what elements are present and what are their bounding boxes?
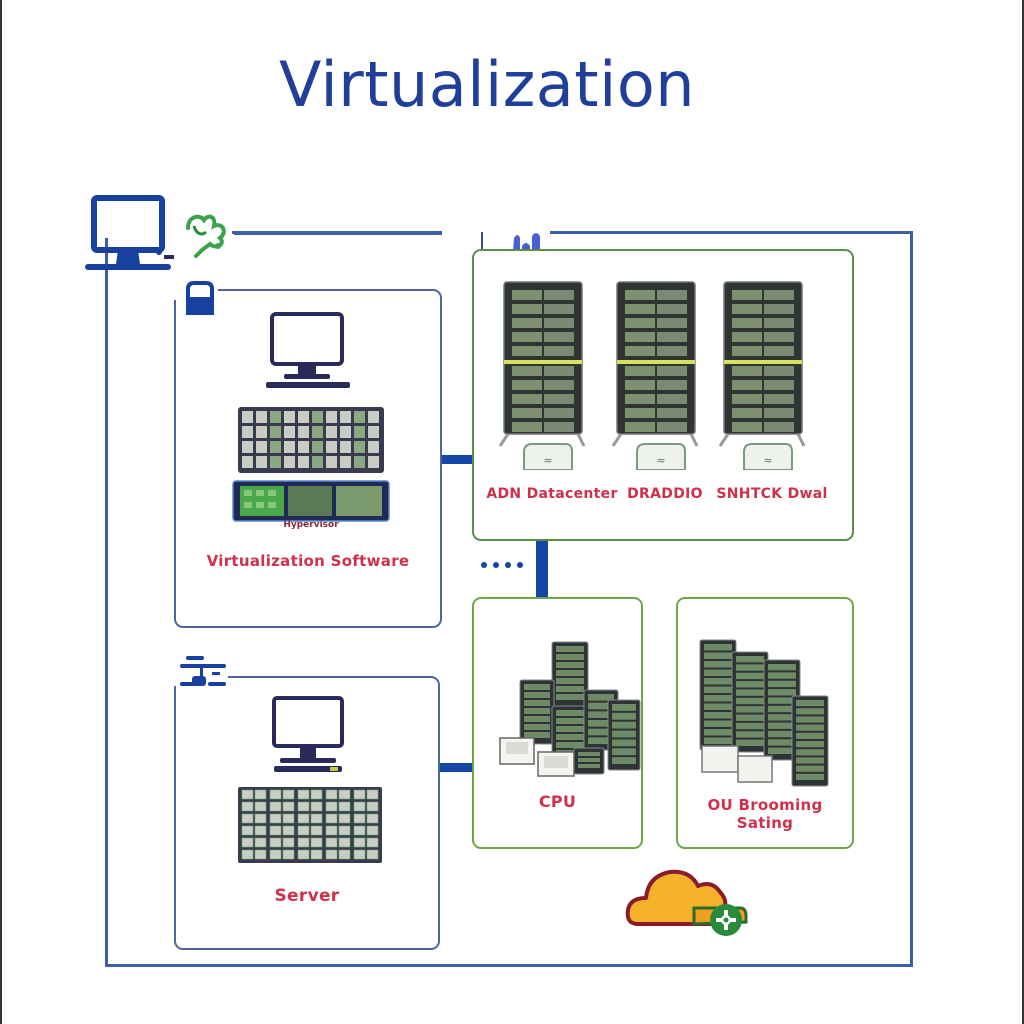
computer-icon <box>266 312 350 388</box>
virtual-machine-label: ADN Datacenter <box>486 486 618 502</box>
virtual-machine-item[interactable]: ≈ SNHTCK Dwal <box>712 280 832 520</box>
dot <box>517 562 523 568</box>
virtual-machine-label: DRADDIO <box>627 486 703 502</box>
desktop-monitor-icon <box>85 195 174 270</box>
virtual-machine-list: ≈ ADN Datacenter ≈ DRADDIO ≈ SNHTCK Dwal <box>486 280 832 520</box>
dot <box>505 562 511 568</box>
virtual-machine-label: SNHTCK Dwal <box>716 486 828 502</box>
server-rack-icon: ≈ <box>611 281 699 471</box>
storage-pool-label-line2: Sating <box>736 814 794 832</box>
server-label: Server <box>274 886 340 906</box>
arrow-shaft <box>442 455 486 464</box>
virtualization-software-label: Virtualization Software <box>206 552 410 570</box>
hypervisor-board-icon <box>232 480 390 522</box>
dot <box>481 562 487 568</box>
virtual-machine-item[interactable]: ≈ ADN Datacenter <box>486 280 617 520</box>
storage-pool-label-line1: OU Brooming <box>707 796 823 814</box>
server-rack-icon: ≈ <box>498 281 586 471</box>
server-cluster-icon <box>699 639 829 787</box>
storage-array-icon <box>238 407 384 473</box>
virtual-machine-item[interactable]: ≈ DRADDIO <box>605 280 725 520</box>
svg-text:≈: ≈ <box>543 454 552 467</box>
connector-line <box>234 232 442 235</box>
server-cluster-icon <box>499 641 641 777</box>
storage-icon <box>186 281 214 315</box>
svg-text:≈: ≈ <box>763 454 772 467</box>
network-icon <box>180 656 226 686</box>
frame-gap <box>442 226 550 238</box>
arrow-shaft <box>440 763 486 772</box>
cpu-label: CPU <box>538 792 577 811</box>
svg-text:≈: ≈ <box>656 454 665 467</box>
server-array-icon <box>238 787 382 863</box>
cloud-gear-icon[interactable] <box>624 860 754 940</box>
connector-bar <box>536 541 548 597</box>
server-rack-icon: ≈ <box>718 281 806 471</box>
storage-pool-label: OU Brooming Sating <box>678 796 852 832</box>
hypervisor-label: Hypervisor <box>283 520 339 530</box>
plant-icon <box>186 214 226 258</box>
page-title: Virtualization <box>278 48 696 121</box>
computer-icon <box>272 696 344 772</box>
dot <box>493 562 499 568</box>
